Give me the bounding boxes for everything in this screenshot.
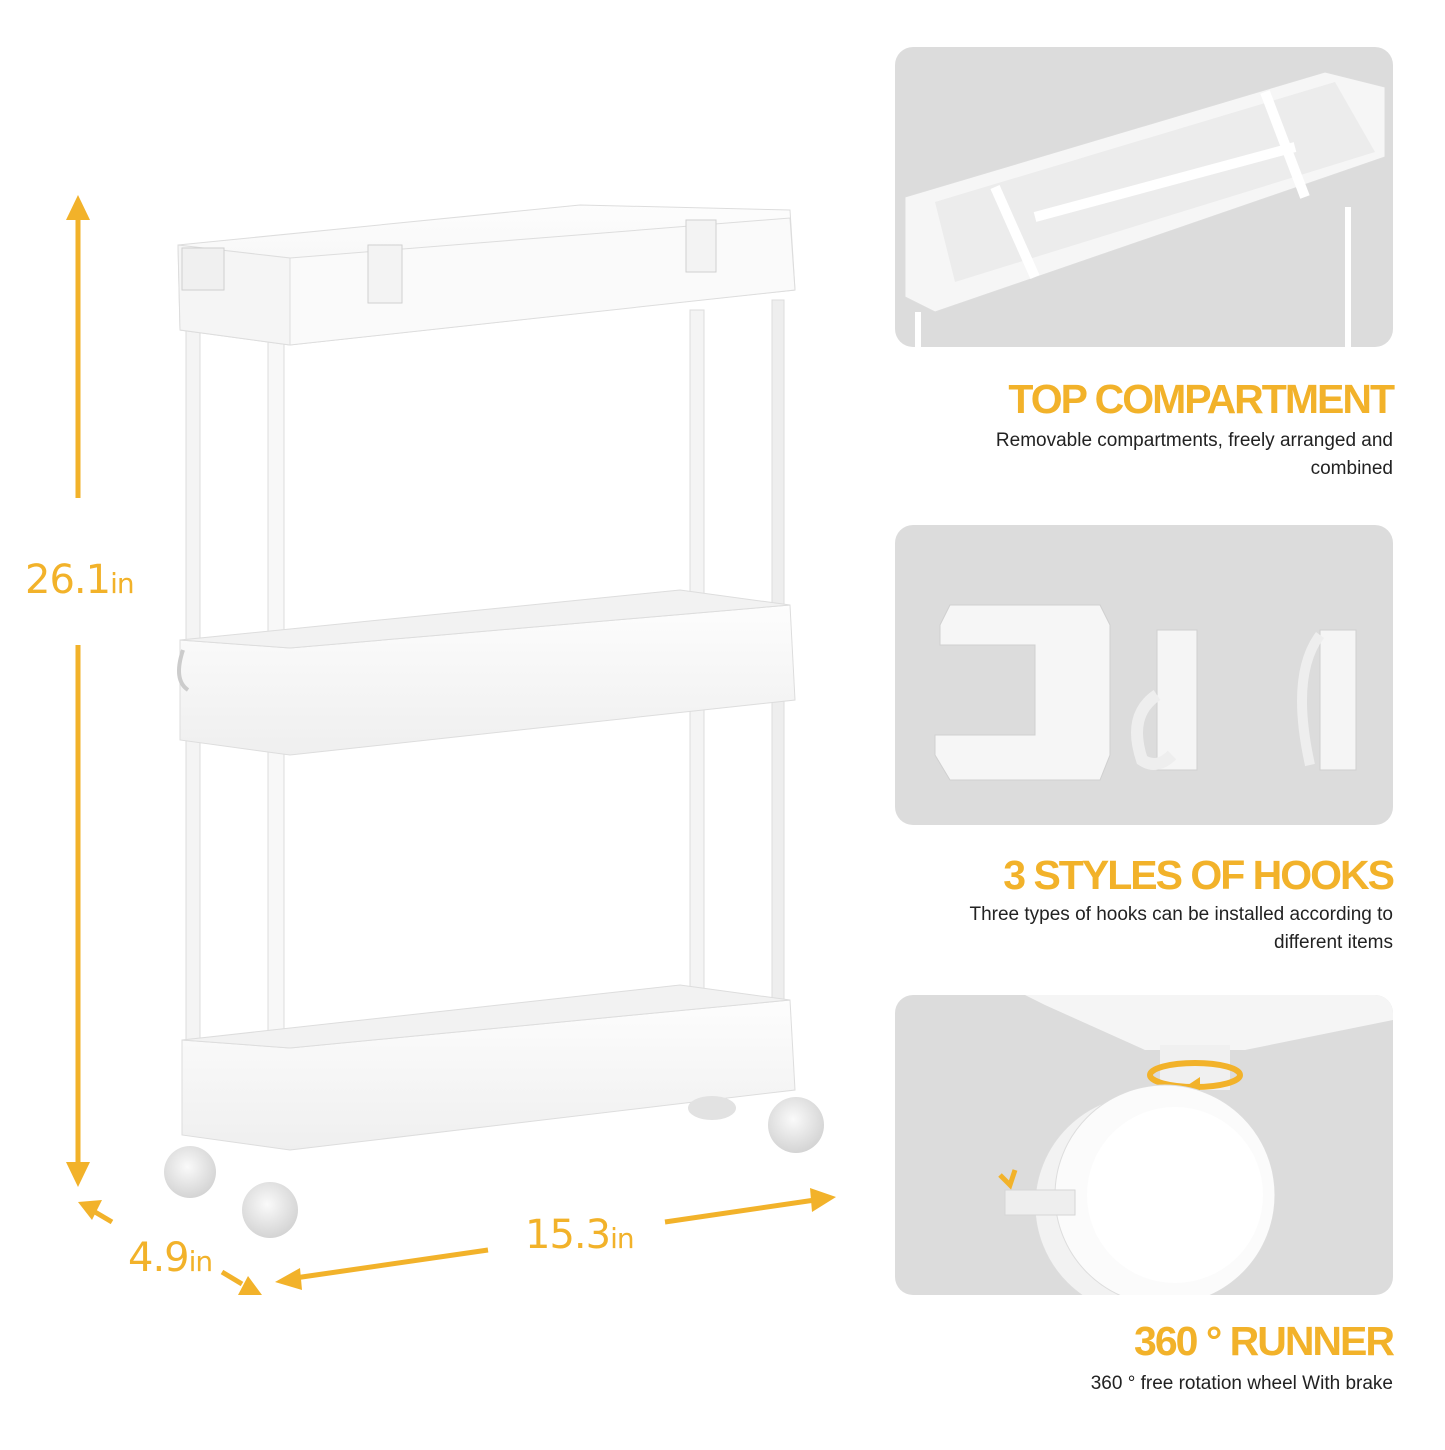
width-unit: in [610,1222,635,1255]
hooks-image [895,525,1393,825]
caster-wheel-image [895,995,1393,1295]
product-illustration [66,195,836,1295]
height-dimension-label: 26.1in [25,557,135,603]
feature-title-hooks: 3 STYLES OF HOOKS [1003,852,1395,898]
top-compartment-image [895,47,1393,347]
feature-title-top-compartment: TOP COMPARTMENT [1008,376,1395,422]
feature-desc-hooks: Three types of hooks can be installed ac… [969,904,1393,953]
dimension-arrows [66,195,836,1295]
rolling-cart-image [66,195,836,1295]
feature-desc-runner: 360 ° free rotation wheel With brake [1090,1373,1393,1394]
width-value: 15.3 [525,1212,611,1258]
caster-wheel-icon [998,995,1393,1295]
depth-dimension-label: 4.9in [128,1235,214,1281]
feature-desc-top-compartment: Removable compartments, freely arranged … [995,430,1393,479]
depth-value: 4.9 [128,1235,190,1281]
compartment-tray-icon [904,71,1386,347]
width-dimension-label: 15.3in [525,1212,635,1258]
feature-title-runner: 360 ° RUNNER [1134,1318,1395,1364]
height-unit: in [110,567,135,600]
height-value: 26.1 [25,557,111,603]
three-hooks-icon [934,604,1357,781]
depth-unit: in [188,1245,214,1278]
